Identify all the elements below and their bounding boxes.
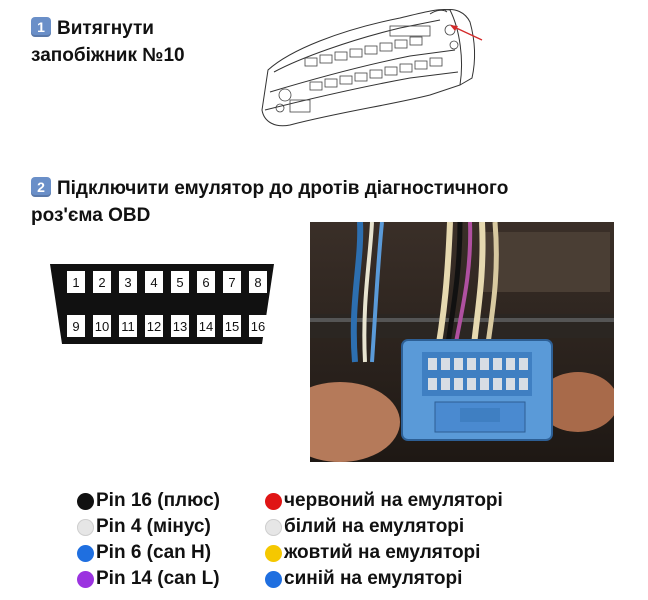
obd-pin-label: 3 bbox=[124, 275, 131, 290]
obd-pin-label: 15 bbox=[225, 319, 239, 334]
obd-pin-11 bbox=[119, 315, 137, 337]
pin-legend-row: Pin 14 (can L) bbox=[77, 566, 220, 592]
obd-pin-13 bbox=[171, 315, 189, 337]
obd-pin-label: 13 bbox=[173, 319, 187, 334]
pointer-arrow bbox=[451, 25, 483, 41]
connector-wiring-photo bbox=[310, 222, 614, 462]
dashboard-fuse-sketch bbox=[261, 9, 483, 127]
obd-pin-label: 8 bbox=[254, 275, 261, 290]
obd-pin-10 bbox=[93, 315, 111, 337]
color-dot-icon bbox=[77, 570, 94, 588]
step-1-title-line1: Витягнути bbox=[57, 18, 154, 39]
obd-pin-label: 7 bbox=[228, 275, 235, 290]
wire-legend-row: червоний на емуляторі bbox=[265, 488, 503, 514]
color-dot-icon bbox=[265, 518, 282, 536]
obd-pin-8 bbox=[249, 271, 267, 293]
obd-pin-label: 6 bbox=[202, 275, 209, 290]
obd-pin-14 bbox=[197, 315, 215, 337]
obd-pin-12 bbox=[145, 315, 163, 337]
obd-pin-label: 14 bbox=[199, 319, 213, 334]
pin-legend-row: Pin 4 (мінус) bbox=[77, 514, 220, 540]
step-2-heading: 2 Підключити емулятор до дротів діагности… bbox=[31, 175, 508, 229]
obd-pin-6 bbox=[197, 271, 215, 293]
step-2-number-badge: 2 bbox=[31, 177, 51, 197]
step-1-number-badge: 1 bbox=[31, 17, 51, 37]
obd-pin-label: 11 bbox=[121, 319, 135, 334]
obd-pin-3 bbox=[119, 271, 137, 293]
wire-legend-row: жовтий на емуляторі bbox=[265, 540, 503, 566]
color-dot-icon bbox=[265, 544, 282, 562]
obd-pin-label: 16 bbox=[251, 319, 265, 334]
obd-pin-label: 4 bbox=[150, 275, 157, 290]
legend-wire-colors: червоний на емуляторі білий на емуляторі ж… bbox=[265, 488, 503, 592]
pin-legend-label: Pin 16 (плюс) bbox=[96, 490, 220, 511]
pin-legend-label: Pin 4 (мінус) bbox=[96, 516, 211, 537]
obd-pin-label: 12 bbox=[147, 319, 161, 334]
wire-legend-row: синій на емуляторі bbox=[265, 566, 503, 592]
wire-legend-label: жовтий на емуляторі bbox=[284, 542, 481, 563]
step-2-title-line2: роз'єма OBD bbox=[31, 205, 151, 226]
obd-pin-7 bbox=[223, 271, 241, 293]
pin-legend-row: Pin 16 (плюс) bbox=[77, 488, 220, 514]
step-2-title-line1: Підключити емулятор до дротів діагностич… bbox=[57, 178, 509, 199]
pin-legend-label: Pin 14 (can L) bbox=[96, 568, 220, 589]
step-1-title-line2: запобіжник №10 bbox=[31, 45, 185, 66]
color-dot-icon bbox=[77, 544, 94, 562]
legend-pins: Pin 16 (плюс) Pin 4 (мінус) Pin 6 (can H) P… bbox=[77, 488, 220, 592]
color-dot-icon bbox=[77, 492, 94, 510]
obd-pin-15 bbox=[223, 315, 241, 337]
pin-legend-row: Pin 6 (can H) bbox=[77, 540, 220, 566]
wire-legend-row: білий на емуляторі bbox=[265, 514, 503, 540]
obd-pin-2 bbox=[93, 271, 111, 293]
color-dot-icon bbox=[77, 518, 94, 536]
obd-pin-5 bbox=[171, 271, 189, 293]
obd-pin-label: 1 bbox=[72, 275, 79, 290]
step-1-heading: 1 Витягнути запобіжник №10 bbox=[31, 15, 185, 69]
pin-legend-label: Pin 6 (can H) bbox=[96, 542, 212, 563]
obd-pin-label: 2 bbox=[98, 275, 105, 290]
obd-pin-label: 5 bbox=[176, 275, 183, 290]
obd-pin-9 bbox=[67, 315, 85, 337]
color-dot-icon bbox=[265, 492, 282, 510]
obd-pin-1 bbox=[67, 271, 85, 293]
obd-pin-label: 9 bbox=[72, 319, 79, 334]
obd-pin-4 bbox=[145, 271, 163, 293]
wire-legend-label: червоний на емуляторі bbox=[284, 490, 503, 511]
color-dot-icon bbox=[265, 570, 282, 588]
obd-pin-label: 10 bbox=[95, 319, 109, 334]
wire-legend-label: синій на емуляторі bbox=[284, 568, 463, 589]
obd-pin-16 bbox=[249, 315, 267, 337]
wire-legend-label: білий на емуляторі bbox=[284, 516, 465, 537]
